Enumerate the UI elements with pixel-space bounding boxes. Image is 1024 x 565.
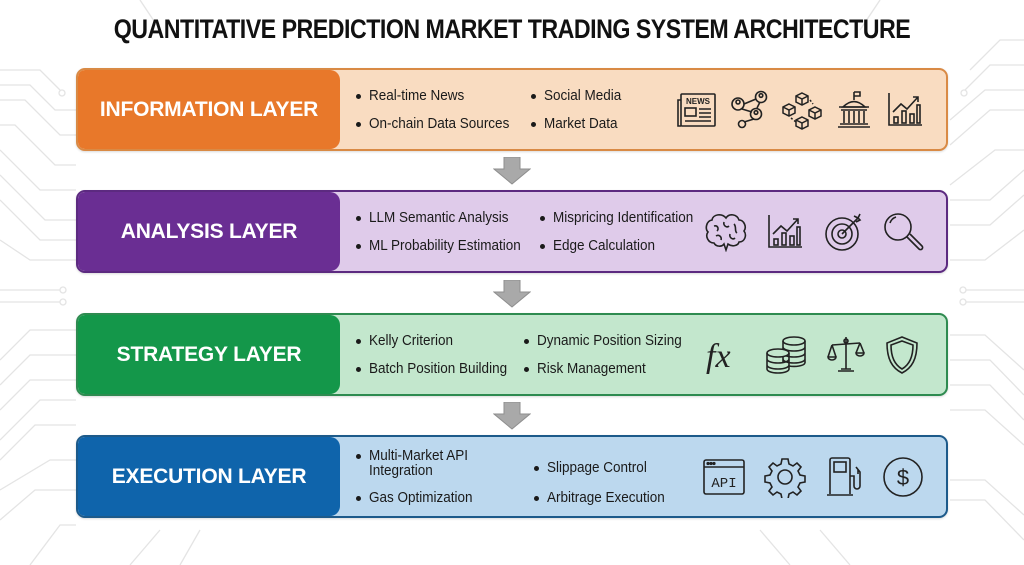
- analysis-layer-body: LLM Semantic Analysis Mispricing Identif…: [340, 192, 946, 271]
- svg-text:fx: fx: [706, 338, 731, 375]
- bullet-item: Dynamic Position Sizing: [524, 332, 698, 349]
- gear-icon: [764, 457, 806, 498]
- magnifier-icon: [884, 212, 924, 250]
- bullet-item: Social Media: [531, 87, 630, 104]
- information-layer-body: Real-time News Social Media On-chain Dat…: [340, 70, 946, 149]
- social-network-icon: [731, 90, 768, 128]
- execution-layer-icons: API $: [702, 456, 924, 498]
- strategy-layer-label: STRATEGY LAYER: [78, 315, 340, 394]
- execution-layer: EXECUTION LAYER Multi-Market API Integra…: [76, 435, 948, 518]
- strategy-layer-icons: fx: [704, 333, 920, 377]
- strategy-layer-bullets: Kelly Criterion Dynamic Position Sizing …: [356, 332, 698, 377]
- balance-scale-icon: [827, 336, 865, 372]
- bullet-item: LLM Semantic Analysis: [356, 209, 538, 226]
- down-arrow: [493, 157, 531, 185]
- svg-text:$: $: [897, 465, 909, 490]
- bullet-item: Edge Calculation: [540, 237, 709, 254]
- newspaper-icon: NEWS: [677, 92, 716, 127]
- bullet-item: Arbitrage Execution: [534, 489, 678, 506]
- bullet-item: Slippage Control: [534, 459, 678, 476]
- down-arrow: [493, 280, 531, 308]
- information-layer-icons: NEWS: [676, 90, 924, 130]
- dollar-coin-icon: $: [883, 456, 923, 497]
- shield-icon: [886, 335, 918, 374]
- execution-layer-bullets: Multi-Market API Integration Slippage Co…: [356, 448, 678, 506]
- information-layer: INFORMATION LAYER Real-time News Social …: [76, 68, 948, 151]
- growth-chart-icon: [768, 214, 802, 248]
- bullet-item: Kelly Criterion: [356, 332, 522, 349]
- svg-text:NEWS: NEWS: [686, 97, 711, 106]
- bullet-item: Gas Optimization: [356, 489, 516, 506]
- bullet-item: ML Probability Estimation: [356, 237, 538, 254]
- target-icon: [825, 213, 862, 251]
- blockchain-icon: [782, 91, 822, 130]
- api-window-icon: API: [703, 458, 745, 495]
- strategy-layer-body: Kelly Criterion Dynamic Position Sizing …: [340, 315, 946, 394]
- strategy-layer: STRATEGY LAYER Kelly Criterion Dynamic P…: [76, 313, 948, 396]
- analysis-layer-label: ANALYSIS LAYER: [78, 192, 340, 271]
- coin-stacks-icon: [766, 335, 806, 374]
- growth-chart-icon: [888, 92, 922, 126]
- government-building-icon: [838, 90, 870, 128]
- function-fx-icon: fx: [706, 338, 731, 375]
- gas-pump-icon: [827, 456, 861, 496]
- bullet-item: Multi-Market API Integration: [356, 448, 516, 478]
- bullet-item: Real-time News: [356, 87, 525, 104]
- analysis-layer: ANALYSIS LAYER LLM Semantic Analysis Mis…: [76, 190, 948, 273]
- information-layer-label: INFORMATION LAYER: [78, 70, 340, 149]
- bullet-item: Market Data: [531, 115, 630, 132]
- bullet-item: Mispricing Identification: [540, 209, 709, 226]
- bullet-item: On-chain Data Sources: [356, 115, 525, 132]
- bullet-item: Batch Position Building: [356, 360, 522, 377]
- svg-text:API: API: [711, 476, 736, 492]
- analysis-layer-bullets: LLM Semantic Analysis Mispricing Identif…: [356, 209, 709, 254]
- analysis-layer-icons: [704, 211, 924, 253]
- page-title: QUANTITATIVE PREDICTION MARKET TRADING S…: [113, 14, 911, 44]
- brain-icon: [705, 213, 747, 252]
- execution-layer-label: EXECUTION LAYER: [78, 437, 340, 516]
- down-arrow: [493, 402, 531, 430]
- execution-layer-body: Multi-Market API Integration Slippage Co…: [340, 437, 946, 516]
- information-layer-bullets: Real-time News Social Media On-chain Dat…: [356, 87, 630, 132]
- bullet-item: Risk Management: [524, 360, 698, 377]
